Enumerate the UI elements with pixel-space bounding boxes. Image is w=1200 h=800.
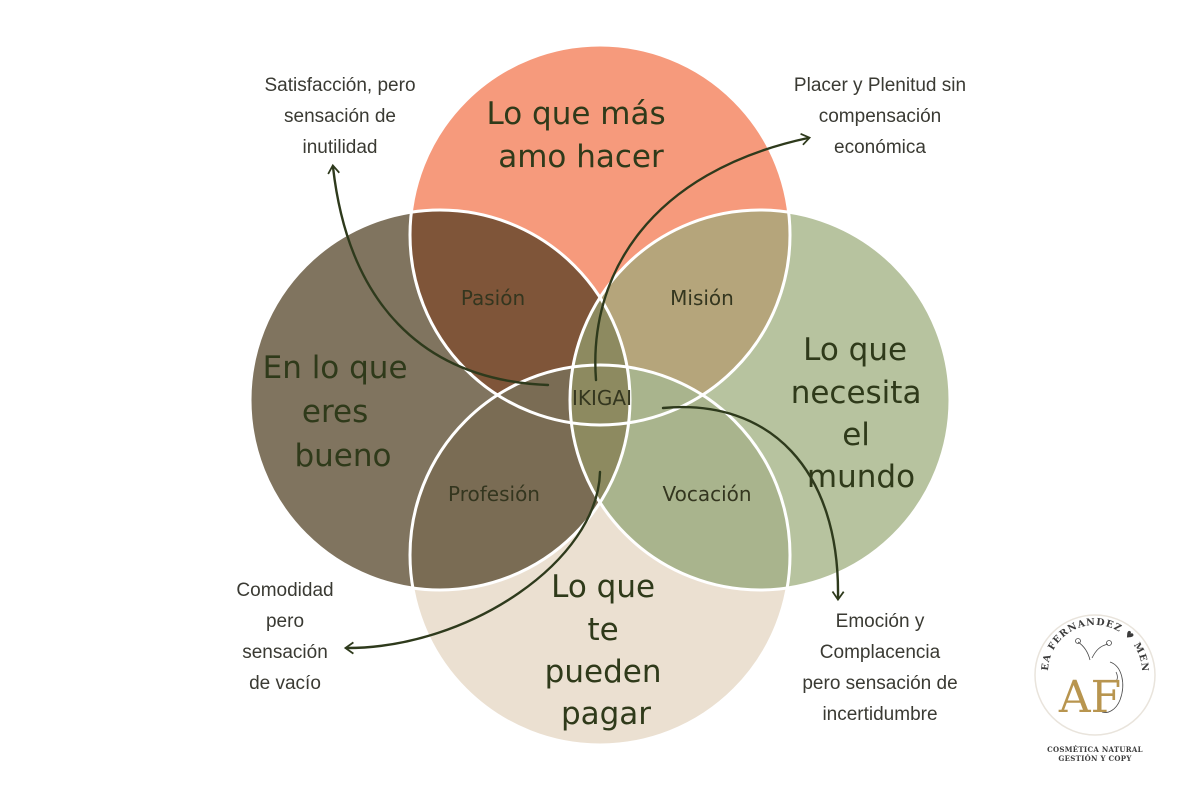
title-top: Lo que más amo hacer: [486, 96, 675, 175]
arrow-to-top-right: [594, 133, 812, 382]
note-top-left: Satisfacción, pero sensación de inutilid…: [240, 70, 440, 163]
note-line: Complacencia: [819, 642, 941, 663]
logo-monogram: AF: [1058, 672, 1121, 723]
note-line: incertidumbre: [822, 704, 938, 725]
note-line: Placer y Plenitud sin: [793, 75, 967, 96]
note-line: sensación de: [284, 106, 396, 127]
circle-outlines: [248, 43, 952, 747]
logo-subtitle-line: GESTIÓN Y COPY: [1058, 754, 1132, 763]
label-mision: Misión: [670, 286, 734, 310]
arrow-to-bottom-right: [661, 405, 845, 602]
title-bottom: Lo que te pueden pagar: [545, 569, 672, 732]
arrows: [327, 133, 845, 655]
note-line: de vacío: [249, 673, 321, 694]
label-profesion: Profesión: [448, 482, 540, 506]
note-line: económica: [834, 137, 926, 158]
note-line: Emoción y: [835, 611, 925, 632]
note-line: compensación: [818, 106, 942, 127]
note-bottom-right: Emoción y Complacencia pero sensación de…: [780, 606, 980, 730]
logo-emblem: ANDREA FERNANDEZ ♥ MENTORA AF: [1025, 592, 1156, 736]
logo-botanical-sketch: [1075, 638, 1124, 713]
label-ikigai: IKIGAI: [572, 386, 632, 410]
note-top-right: Placer y Plenitud sin compensación econó…: [770, 70, 990, 163]
logo-subtitle-line: COSMÉTICA NATURAL: [1047, 745, 1143, 754]
note-line: pero: [265, 611, 305, 632]
brand-logo: ANDREA FERNANDEZ ♥ MENTORA AF COSMÉTICA …: [1025, 592, 1160, 780]
arrow-to-bottom-left: [343, 470, 602, 655]
logo-subtitle: COSMÉTICA NATURAL GESTIÓN Y COPY: [1030, 745, 1160, 763]
note-line: inutilidad: [302, 137, 378, 158]
note-line: pero sensación de: [802, 673, 958, 694]
title-right: Lo que necesita el mundo: [791, 332, 932, 495]
title-left: En lo que eres bueno: [263, 350, 418, 474]
label-pasion: Pasión: [461, 286, 525, 310]
arrow-to-top-left: [327, 163, 550, 387]
note-line: Comodidad: [236, 580, 334, 601]
note-bottom-left: Comodidad pero sensación de vacío: [210, 575, 360, 699]
note-line: sensación: [242, 642, 328, 663]
label-vocacion: Vocación: [662, 482, 751, 506]
note-line: Satisfacción, pero: [264, 75, 416, 96]
